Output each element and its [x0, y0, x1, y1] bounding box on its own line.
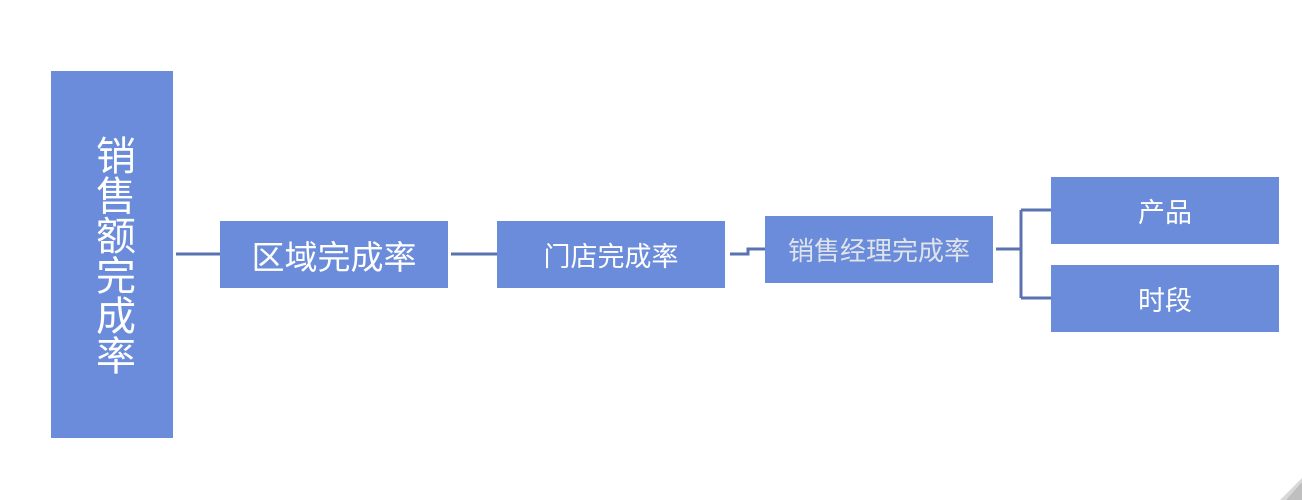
- node-time-period: 时段: [1051, 265, 1279, 332]
- node-region-completion: 区域完成率: [220, 221, 448, 288]
- node-manager-label: 销售经理完成率: [787, 237, 970, 267]
- connector-store-manager: [730, 247, 765, 256]
- root-node-sales-completion: 销售额完成率: [51, 71, 173, 438]
- node-time-label: 时段: [1138, 286, 1192, 317]
- node-manager-completion: 销售经理完成率: [765, 216, 993, 283]
- node-store-label: 门店完成率: [543, 242, 679, 273]
- root-node-label: 销售额完成率: [89, 134, 135, 375]
- node-product-label: 产品: [1138, 198, 1192, 229]
- node-product: 产品: [1051, 177, 1279, 244]
- page-curl-icon: [1280, 478, 1302, 500]
- node-store-completion: 门店完成率: [497, 221, 725, 288]
- node-region-label: 区域完成率: [251, 237, 417, 277]
